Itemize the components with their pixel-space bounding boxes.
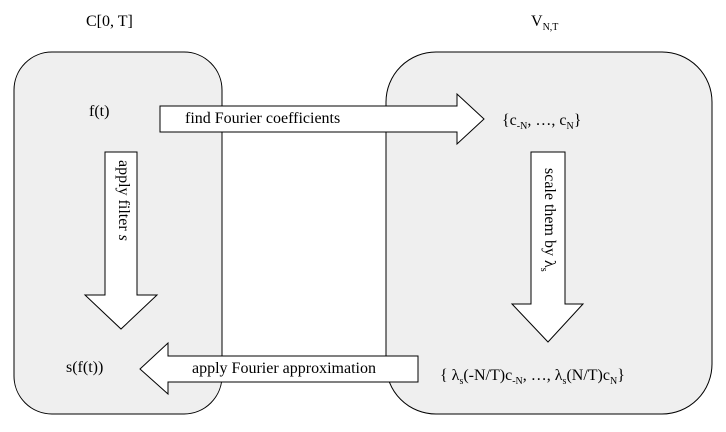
scale-sub: s bbox=[538, 267, 549, 272]
coefficients-set-label: {c-N, …, cN} bbox=[502, 113, 581, 132]
scaled-sub-1: s bbox=[459, 376, 464, 387]
scaled-open: { λ bbox=[440, 367, 460, 384]
coeffs-sub-neg: -N bbox=[516, 121, 528, 132]
coeffs-open: {c bbox=[502, 112, 517, 129]
scaled-text-2: , …, λ bbox=[522, 367, 563, 384]
find-coefficients-caption: find Fourier coefficients bbox=[185, 110, 341, 127]
fourier-approximation-arrow bbox=[139, 341, 419, 396]
coeffs-mid: , …, c bbox=[527, 112, 567, 129]
scale-text: scale them by λ bbox=[541, 168, 558, 268]
apply-filter-text: apply filter bbox=[115, 160, 132, 235]
input-function-label: f(t) bbox=[89, 103, 110, 120]
right-space-title: VN,T bbox=[531, 14, 558, 33]
coeffs-close: } bbox=[573, 112, 582, 129]
scaled-sub-3: s bbox=[562, 376, 567, 387]
scaled-close: } bbox=[617, 367, 625, 384]
coeffs-sub-pos: N bbox=[566, 121, 574, 132]
scaled-coefficients-label: { λs(-N/T)c-N, …, λs(N/T)cN} bbox=[440, 368, 625, 387]
right-space-title-sub: N,T bbox=[542, 22, 559, 33]
right-space-title-main: V bbox=[531, 13, 543, 30]
find-coefficients-arrow bbox=[159, 92, 485, 146]
left-space-title: C[0, T] bbox=[86, 13, 133, 30]
fourier-approximation-caption: apply Fourier approximation bbox=[192, 360, 376, 377]
scaled-text-3: (N/T)c bbox=[566, 367, 610, 384]
apply-filter-italic: s bbox=[115, 234, 132, 241]
scaled-sub-2: -N bbox=[512, 376, 523, 387]
apply-filter-arrow bbox=[83, 151, 159, 330]
scaled-text-1: (-N/T)c bbox=[463, 367, 513, 384]
scaled-sub-4: N bbox=[609, 376, 618, 387]
apply-filter-caption: apply filter s bbox=[115, 160, 132, 241]
scale-arrow bbox=[510, 151, 585, 343]
scale-caption: scale them by λs bbox=[538, 168, 558, 272]
output-function-label: s(f(t)) bbox=[66, 359, 104, 376]
